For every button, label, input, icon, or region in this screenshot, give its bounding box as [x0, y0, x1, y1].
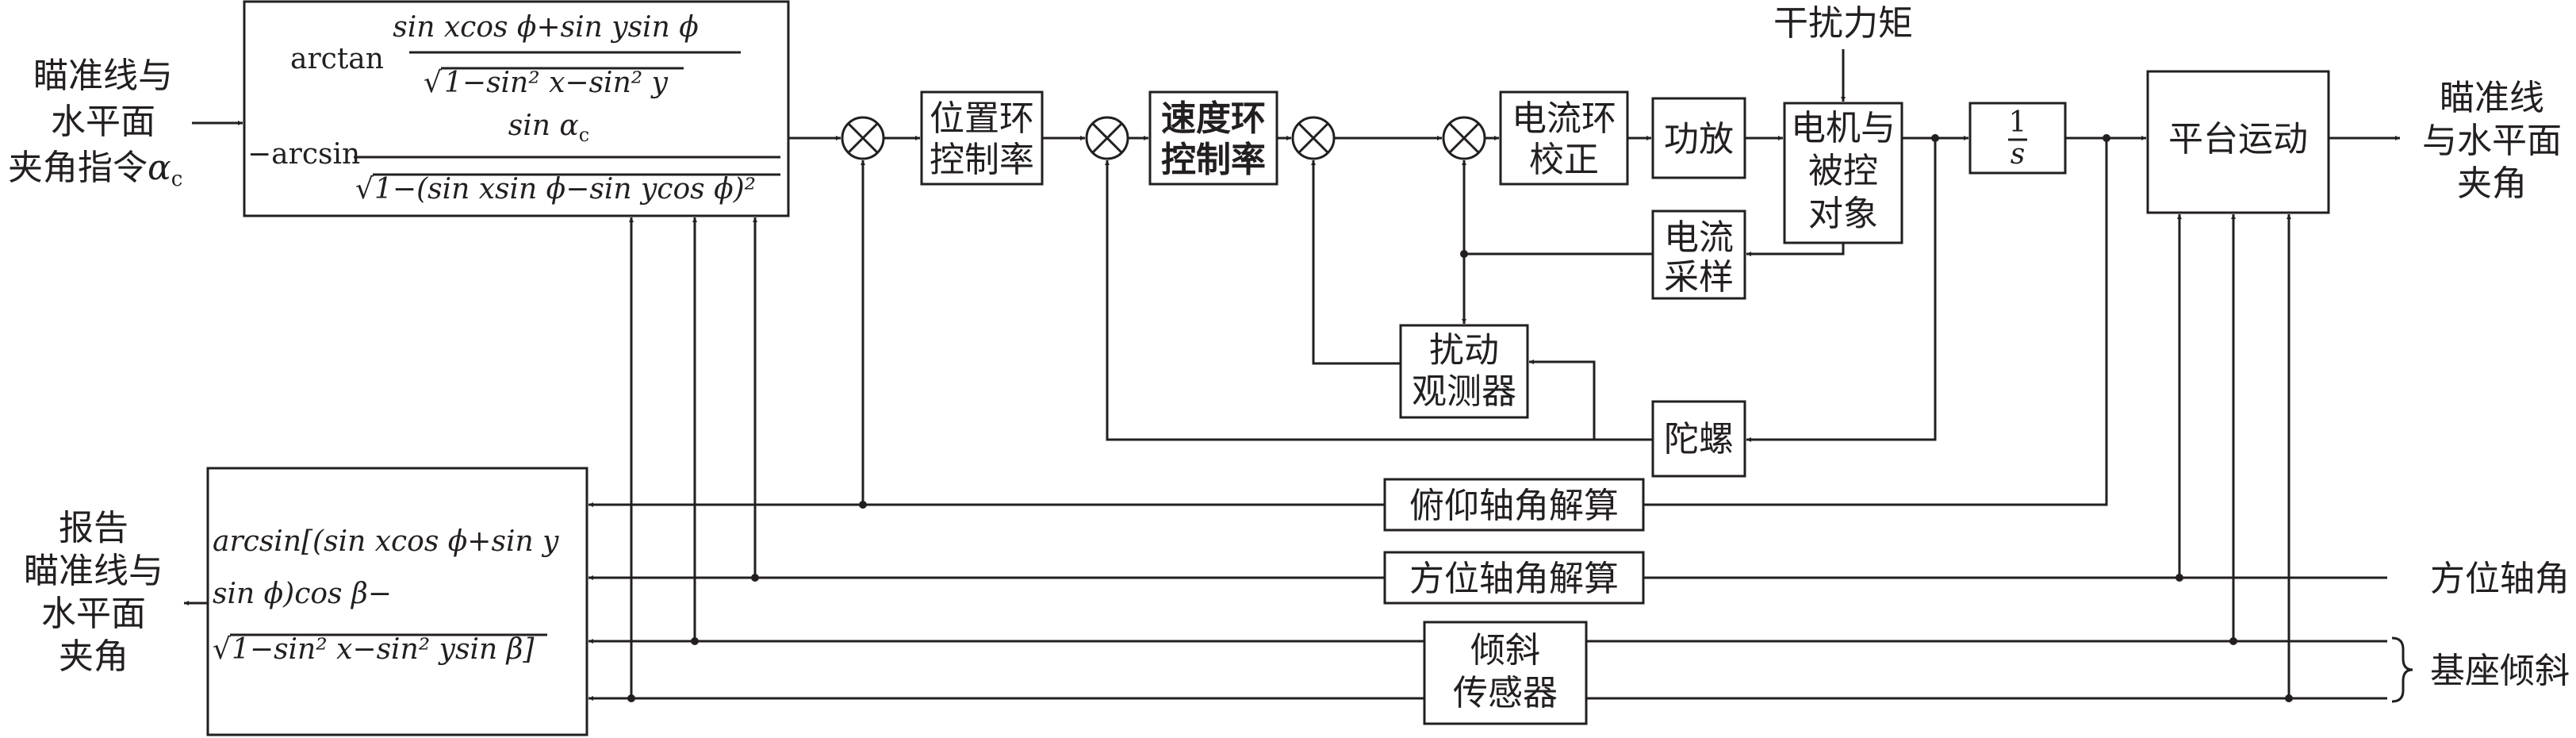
bottom-formula-block	[206, 467, 588, 736]
bottom-formula-line1: arcsin[(sin xcos ϕ+sin y	[213, 525, 559, 558]
formula-arcsin: −arcsin	[247, 138, 360, 171]
command-label-line1: 瞄准线与	[33, 56, 173, 96]
integrator-block	[1968, 102, 2067, 175]
sum-junction-current	[1442, 116, 1486, 160]
position-controller-block	[920, 90, 1044, 186]
arrow-gyro-to-speed-sum	[1105, 160, 1653, 441]
motor-label1: 电机与	[1791, 108, 1896, 148]
top-formula-block	[243, 0, 790, 217]
current-sampling-label1: 电流	[1664, 217, 1734, 258]
gyro-label: 陀螺	[1664, 419, 1734, 459]
base-tilt-brace	[2391, 636, 2413, 703]
disturbance-observer-block	[1399, 324, 1529, 419]
report-label-line4: 夹角	[59, 636, 128, 677]
position-controller-label1: 位置环	[930, 98, 1034, 139]
current-correction-label2: 校正	[1529, 140, 1599, 180]
azimuth-input-label: 方位轴角	[2430, 559, 2570, 599]
report-label-line2: 瞄准线与	[24, 551, 163, 591]
platform-motion-block	[2146, 70, 2330, 214]
observer-label1: 扰动	[1429, 330, 1499, 371]
speed-controller-block	[1148, 90, 1278, 186]
los-output-line3: 夹角	[2457, 163, 2527, 204]
pitch-solver-block	[1383, 478, 1645, 532]
gyro-block	[1651, 400, 1746, 478]
speed-controller-label1: 速度环	[1161, 98, 1266, 139]
command-label-line2: 水平面	[51, 102, 155, 142]
report-label-line1: 报告	[59, 508, 128, 548]
sum-junction-observer	[1291, 116, 1336, 160]
motor-plant-block	[1783, 102, 1903, 244]
speed-controller-label2: 控制率	[1161, 140, 1266, 180]
azimuth-solver-label: 方位轴角解算	[1409, 559, 1619, 599]
command-label-line3: 夹角指令αc	[8, 148, 182, 191]
arrow-observer-feedback	[1311, 160, 1401, 365]
motor-label3: 对象	[1808, 194, 1878, 234]
pitch-solver-label: 俯仰轴角解算	[1409, 486, 1619, 526]
junction-dots	[627, 134, 2293, 702]
arrow-speed-to-gyro	[1746, 138, 1937, 442]
formula-arctan: arctan	[290, 43, 384, 75]
formula-top-numerator2: sin αc	[508, 110, 589, 146]
position-controller-label2: 控制率	[930, 140, 1034, 180]
tilt-sensor-label1: 倾斜	[1470, 630, 1540, 671]
integrator-numerator: 1	[2009, 106, 2027, 139]
platform-motion-label: 平台运动	[2168, 119, 2308, 160]
formula-top-denominator2: 1−(sin xsin ϕ−sin ycos ϕ)²	[374, 173, 756, 206]
current-correction-label1: 电流环	[1512, 98, 1616, 139]
tilt-sensor-label2: 传感器	[1453, 673, 1558, 713]
power-amplifier-label: 功放	[1664, 119, 1734, 160]
power-amplifier-block	[1651, 97, 1746, 179]
los-output-line2: 与水平面	[2422, 121, 2562, 161]
line-angle-to-pitch-solver	[1643, 138, 2108, 506]
azimuth-solver-block	[1383, 551, 1645, 605]
bottom-formula-sqrt: √	[213, 633, 231, 666]
sum-junction-position	[841, 116, 885, 160]
base-tilt-label: 基座倾斜	[2430, 651, 2570, 691]
observer-label2: 观测器	[1412, 371, 1516, 412]
tilt-sensor-block	[1423, 621, 1588, 725]
sum-junction-speed	[1085, 116, 1129, 160]
los-output-line1: 瞄准线	[2440, 78, 2544, 118]
bottom-formula-line2: sin ϕ)cos β−	[213, 578, 392, 610]
formula-top-denominator1: 1−sin² x−sin² y	[444, 67, 669, 99]
arrow-gyro-to-observer	[1529, 359, 1596, 440]
arrow-motor-to-current-sampling	[1746, 243, 1845, 256]
disturbance-label: 干扰力矩	[1773, 3, 1913, 44]
report-label-line3: 水平面	[41, 594, 146, 634]
motor-label2: 被控	[1808, 151, 1878, 191]
bottom-formula-line3: 1−sin² x−sin² ysin β]	[232, 633, 535, 666]
formula-sqrt-sign2: √	[355, 173, 374, 206]
formula-top-numerator1: sin xcos ϕ+sin ysin ϕ	[393, 11, 699, 44]
current-sampling-label2: 采样	[1664, 257, 1734, 298]
integrator-denominator: s	[2011, 138, 2025, 171]
formula-sqrt-sign1: √	[424, 67, 442, 99]
